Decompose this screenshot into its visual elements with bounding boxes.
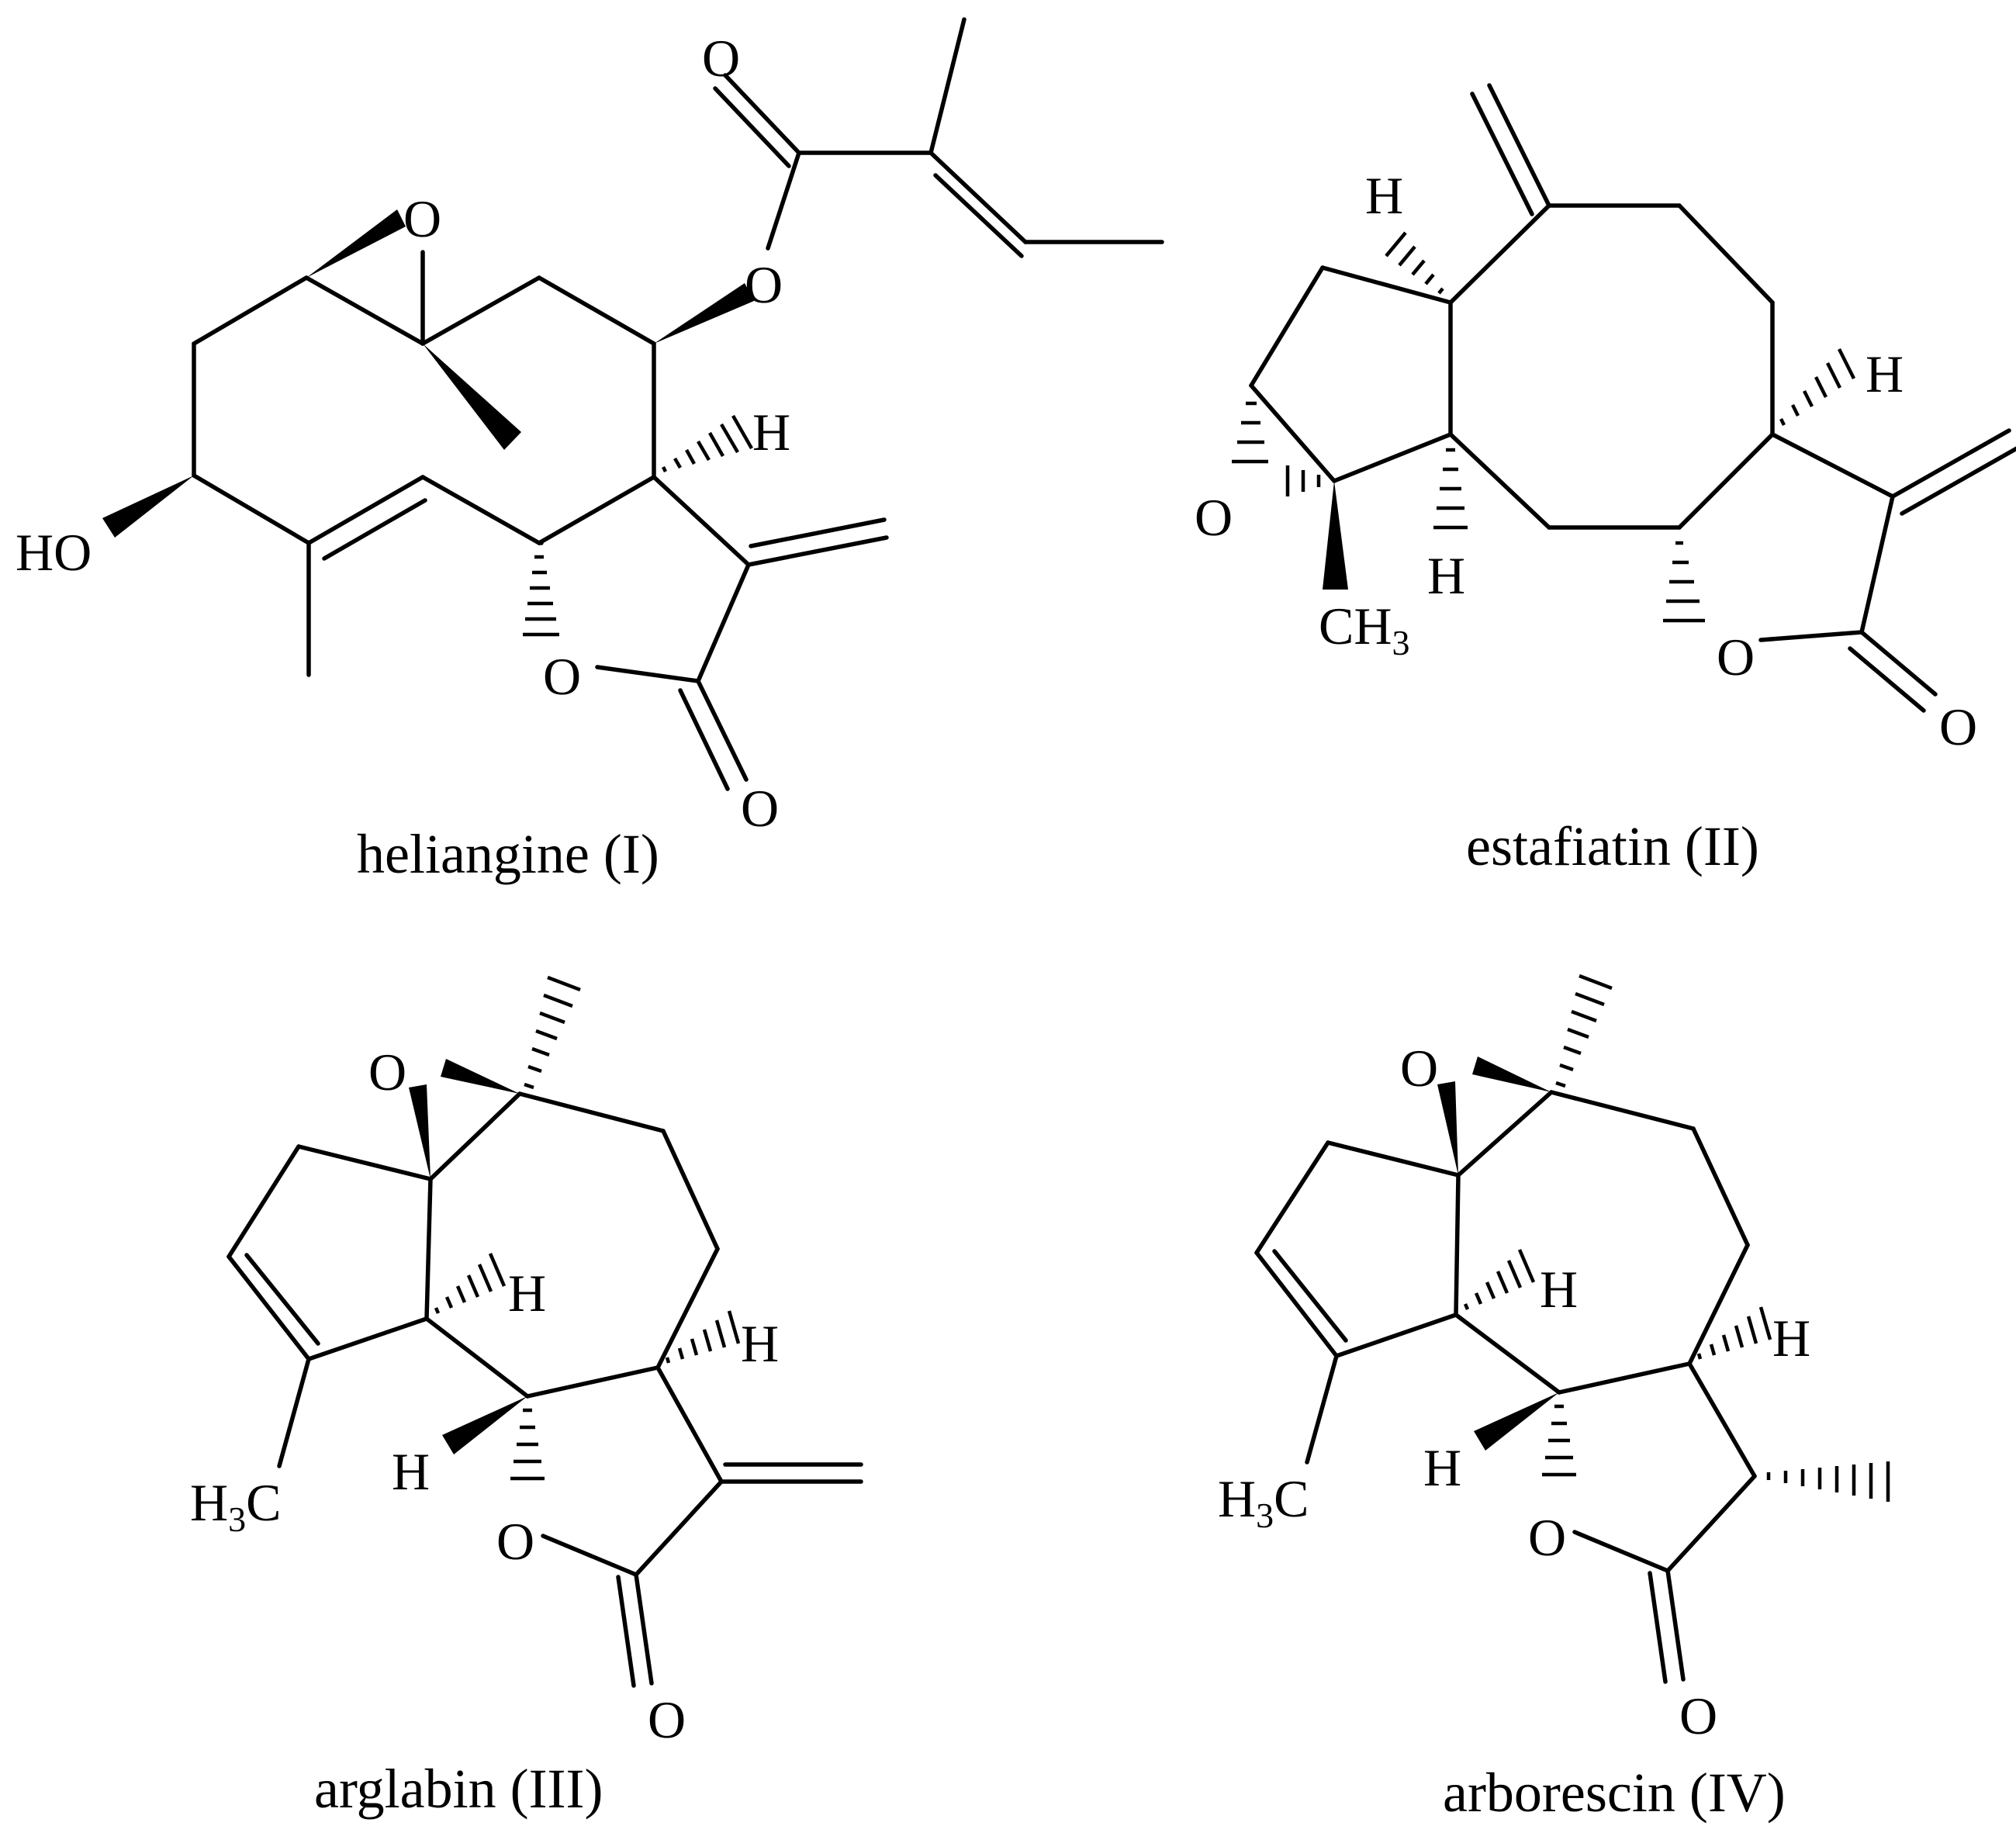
atom-label-o: O	[496, 1512, 534, 1571]
atom-label-o: O	[1195, 488, 1233, 547]
structure-heliangine: O HO O O H O O heliangine (I)	[16, 17, 1164, 885]
atom-label-o: O	[702, 29, 740, 88]
atom-label-h: H	[508, 1264, 546, 1323]
structure-arglabin: O H H H O O H3C arglabin (III)	[190, 975, 863, 1820]
structure-arborescin: O H H H O O H3C arborescin (IV)	[1218, 974, 1890, 1824]
atom-label-o: O	[543, 647, 581, 706]
atom-label-h: H	[1866, 344, 1904, 403]
atom-label-o: O	[648, 1690, 686, 1749]
atom-label-h: H	[1365, 166, 1403, 225]
compound-name-iii: arglabin (III)	[314, 1758, 603, 1820]
atom-label-h: H	[741, 1314, 779, 1373]
atom-label-o: O	[1939, 697, 1977, 756]
atom-label-o: O	[1717, 628, 1755, 686]
atom-label-ch3: CH3	[1319, 597, 1409, 662]
atom-label-o: O	[1528, 1508, 1566, 1567]
structure-estafiatin: H O H CH3 H O O estafiatin (II)	[1195, 83, 2016, 877]
atom-label-o: O	[368, 1043, 406, 1101]
atom-label-o: O	[1400, 1039, 1438, 1098]
atom-label-o: O	[1679, 1686, 1717, 1745]
atom-label-o: O	[403, 189, 441, 248]
atom-label-h: H	[1772, 1309, 1810, 1368]
atom-label-h3c: H3C	[1218, 1469, 1309, 1535]
compound-name-ii: estafiatin (II)	[1466, 815, 1759, 877]
atom-label-h: H	[1540, 1260, 1578, 1319]
atom-label-h: H	[1427, 546, 1465, 605]
atom-label-o: O	[745, 255, 783, 314]
atom-label-h3c: H3C	[190, 1473, 281, 1539]
atom-label-o: O	[741, 779, 779, 838]
atom-label-ho: HO	[16, 523, 92, 582]
compound-name-iv: arborescin (IV)	[1443, 1762, 1786, 1824]
atom-label-h: H	[392, 1442, 430, 1501]
compound-name-i: heliangine (I)	[357, 823, 659, 885]
atom-label-h: H	[1423, 1438, 1461, 1497]
atom-label-h: H	[752, 403, 790, 462]
